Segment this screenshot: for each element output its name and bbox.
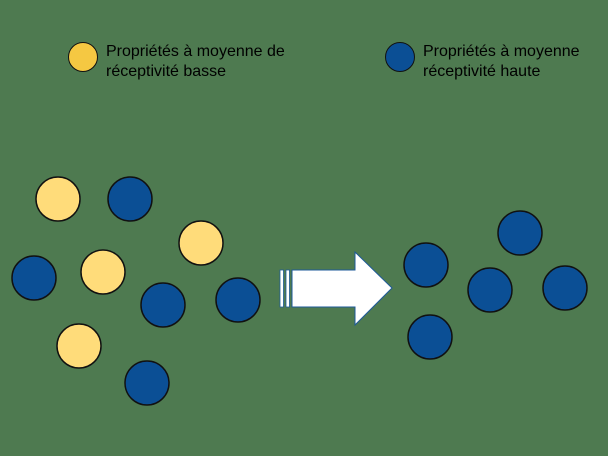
before-yellow-circle-icon: [178, 220, 224, 266]
legend-yellow-dot-icon: [68, 42, 98, 72]
before-blue-circle-icon: [11, 255, 57, 301]
before-blue-circle-icon: [140, 282, 186, 328]
after-blue-circle-icon: [497, 210, 543, 256]
before-yellow-circle-icon: [80, 249, 126, 295]
legend-high-label: Propriétés à moyenne réceptivité haute: [423, 43, 580, 80]
after-population: [403, 210, 588, 360]
before-population: [11, 176, 261, 406]
legend-low-label: Propriétés à moyenne de réceptivité bass…: [106, 43, 285, 80]
legend-blue-dot-icon: [385, 42, 415, 72]
before-blue-circle-icon: [107, 176, 153, 222]
legend-high-receptivity: Propriétés à moyenne réceptivité haute: [385, 42, 580, 82]
before-blue-circle-icon: [124, 360, 170, 406]
legend-low-receptivity: Propriétés à moyenne de réceptivité bass…: [68, 42, 285, 82]
transition-arrow-icon: [279, 250, 393, 327]
after-blue-circle-icon: [467, 267, 513, 313]
after-blue-circle-icon: [542, 265, 588, 311]
before-yellow-circle-icon: [35, 176, 81, 222]
before-yellow-circle-icon: [56, 323, 102, 369]
before-blue-circle-icon: [215, 277, 261, 323]
after-blue-circle-icon: [407, 314, 453, 360]
after-blue-circle-icon: [403, 242, 449, 288]
